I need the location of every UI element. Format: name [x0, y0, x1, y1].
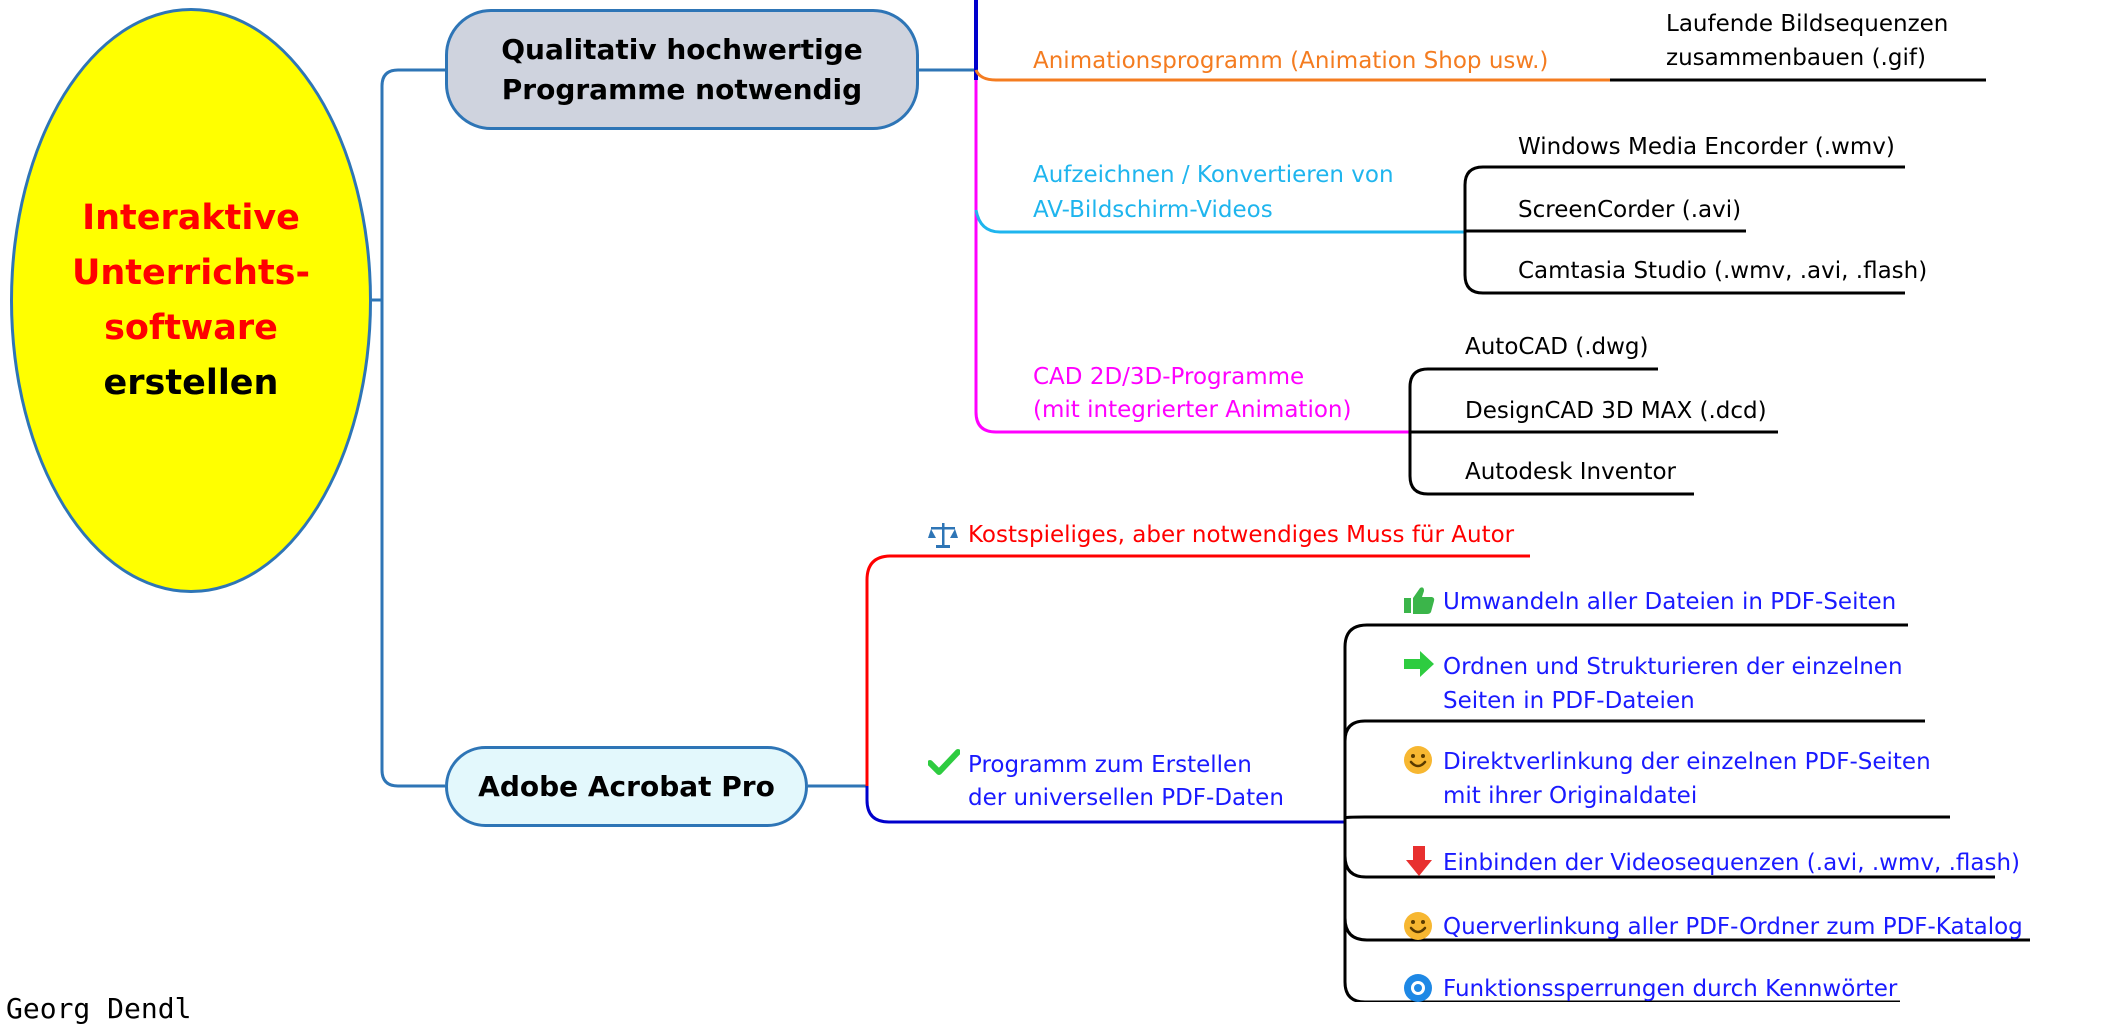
connector-lines: [372, 0, 2030, 1002]
smiley-icon: [1404, 746, 1432, 774]
checkmark-icon: [928, 749, 960, 775]
branch-animation-label: Animationsprogramm (Animation Shop usw.): [1033, 48, 1549, 74]
root-line-3: software: [104, 307, 278, 348]
recording-item-1: Windows Media Encorder (.wmv): [1518, 134, 1895, 160]
pdf-feature-6: Funktionssperrungen durch Kennwörter: [1443, 976, 1898, 1002]
cad-item-3: Autodesk Inventor: [1465, 459, 1677, 485]
pdf-feature-5: Querverlinkung aller PDF-Ordner zum PDF-…: [1443, 914, 2023, 940]
branch-pdf-line-2: der universellen PDF-Daten: [968, 785, 1284, 811]
info-icon: [1404, 974, 1432, 1002]
branch-recording-line-2: AV-Bildschirm-Videos: [1033, 197, 1273, 223]
node-acrobat-label: Adobe Acrobat Pro: [478, 770, 775, 803]
scales-icon: [928, 523, 958, 548]
animation-leaf-line-2: zusammenbauen (.gif): [1666, 45, 1926, 71]
pdf-feature-2-line-1: Ordnen und Strukturieren der einzelnen: [1443, 654, 1903, 680]
branch-recording-line-1: Aufzeichnen / Konvertieren von: [1033, 162, 1394, 188]
root-line-4: erstellen: [103, 362, 279, 403]
cad-item-2: DesignCAD 3D MAX (.dcd): [1465, 398, 1767, 424]
recording-item-2: ScreenCorder (.avi): [1518, 197, 1742, 223]
branch-pdf-line-1: Programm zum Erstellen: [968, 752, 1252, 778]
cad-item-1: AutoCAD (.dwg): [1465, 334, 1649, 360]
branch-cost-label: Kostspieliges, aber notwendiges Muss für…: [968, 522, 1515, 548]
root-line-2: Unterrichts-: [71, 252, 311, 293]
root-line-1: Interaktive: [82, 197, 300, 238]
branch-cad-line-1: CAD 2D/3D-Programme: [1033, 364, 1305, 390]
recording-item-3: Camtasia Studio (.wmv, .avi, .flash): [1518, 258, 1928, 284]
node-acrobat: Adobe Acrobat Pro: [445, 746, 808, 827]
smiley-icon: [1404, 912, 1432, 940]
node-programs-line-1: Qualitativ hochwertige: [501, 32, 863, 66]
root-node: Interaktive Unterrichts- software erstel…: [10, 8, 372, 593]
node-programs-line-2: Programme notwendig: [501, 72, 863, 106]
arrow-right-icon: [1404, 651, 1434, 677]
pdf-feature-3-line-1: Direktverlinkung der einzelnen PDF-Seite…: [1443, 749, 1931, 775]
pdf-feature-1: Umwandeln aller Dateien in PDF-Seiten: [1443, 589, 1897, 615]
pdf-feature-3-line-2: mit ihrer Originaldatei: [1443, 783, 1698, 809]
pdf-feature-4: Einbinden der Videosequenzen (.avi, .wmv…: [1443, 850, 2020, 876]
author-signature: Georg Dendl: [6, 992, 192, 1025]
thumbs-up-icon: [1404, 587, 1435, 614]
branch-cad-line-2: (mit integrierter Animation): [1033, 397, 1352, 423]
node-programs: Qualitativ hochwertige Programme notwend…: [445, 9, 919, 130]
arrow-down-icon: [1406, 846, 1432, 876]
animation-leaf-line-1: Laufende Bildsequenzen: [1666, 11, 1949, 37]
pdf-feature-2-line-2: Seiten in PDF-Dateien: [1443, 688, 1695, 714]
